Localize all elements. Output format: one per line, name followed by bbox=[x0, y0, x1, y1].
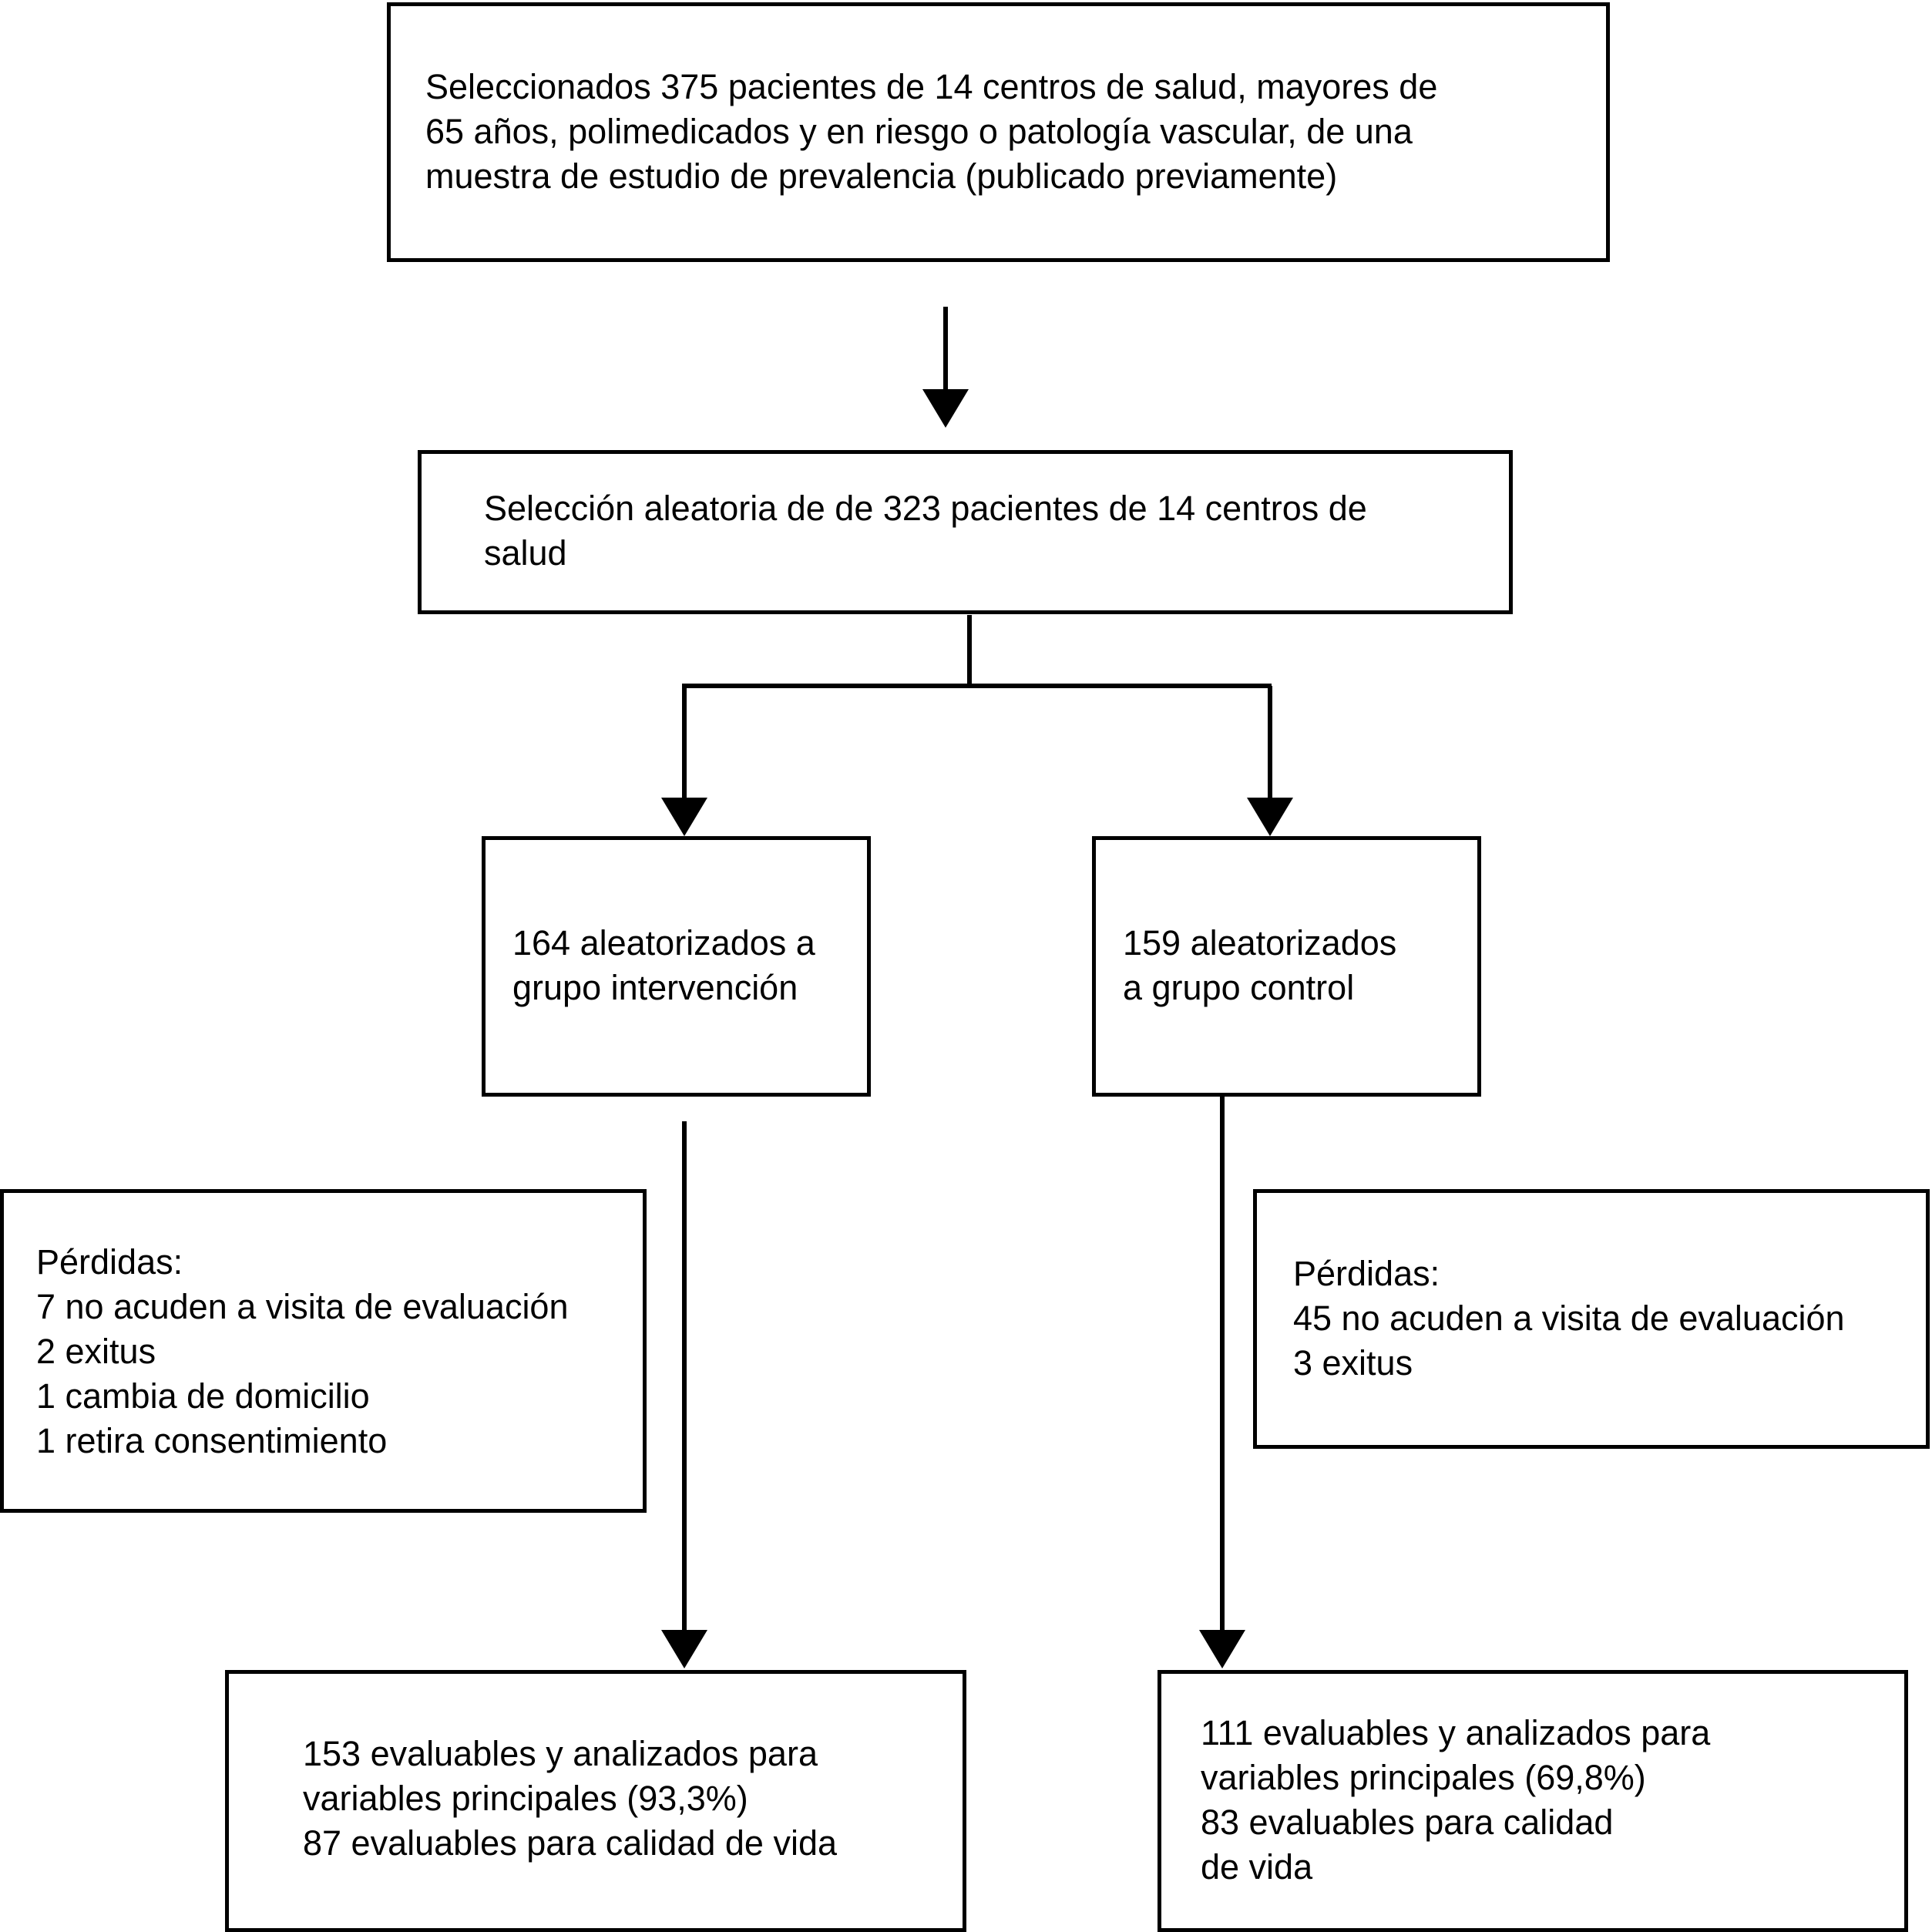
arrowhead-analyzed-control bbox=[1199, 1630, 1245, 1668]
losses-intervention-line-1: Pérdidas: bbox=[36, 1242, 183, 1282]
selected-line-3: muestra de estudio de prevalencia (publi… bbox=[425, 156, 1338, 196]
analyzed-control-text: 111 evaluables y analizados para variabl… bbox=[1201, 1711, 1710, 1890]
selected-patients-box bbox=[387, 2, 1610, 262]
control-line-2: a grupo control bbox=[1123, 968, 1355, 1007]
analyzed-control-box bbox=[1158, 1670, 1908, 1932]
losses-intervention-text: Pérdidas: 7 no acuden a visita de evalua… bbox=[36, 1240, 569, 1463]
analyzed-intervention-line-1: 153 evaluables y analizados para bbox=[303, 1734, 818, 1773]
intervention-line-2: grupo intervención bbox=[512, 968, 798, 1007]
losses-control-line-2: 45 no acuden a visita de evaluación bbox=[1293, 1299, 1845, 1338]
intervention-group-box bbox=[482, 836, 871, 1097]
analyzed-intervention-line-2: variables principales (93,3%) bbox=[303, 1779, 748, 1818]
losses-intervention-line-3: 2 exitus bbox=[36, 1332, 156, 1371]
random-selection-line-2: salud bbox=[484, 533, 567, 573]
losses-intervention-line-4: 1 cambia de domicilio bbox=[36, 1376, 370, 1416]
analyzed-control-line-4: de vida bbox=[1201, 1847, 1313, 1887]
analyzed-control-line-1: 111 evaluables y analizados para bbox=[1201, 1713, 1711, 1752]
selected-line-2: 65 años, polimedicados y en riesgo o pat… bbox=[425, 112, 1413, 151]
control-line-1: 159 aleatorizados bbox=[1123, 923, 1397, 963]
intervention-group-text: 164 aleatorizados a grupo intervención bbox=[512, 921, 815, 1010]
losses-intervention-box bbox=[0, 1189, 647, 1513]
random-selection-box bbox=[418, 450, 1513, 614]
analyzed-control-line-3: 83 evaluables para calidad bbox=[1201, 1803, 1614, 1842]
losses-control-line-1: Pérdidas: bbox=[1293, 1254, 1440, 1293]
losses-control-box bbox=[1253, 1189, 1930, 1449]
arrowhead-intervention bbox=[661, 798, 707, 836]
analyzed-intervention-box bbox=[225, 1670, 966, 1932]
losses-control-text: Pérdidas: 45 no acuden a visita de evalu… bbox=[1293, 1252, 1845, 1386]
random-selection-line-1: Selección aleatoria de de 323 pacientes … bbox=[484, 489, 1367, 528]
selected-line-1: Seleccionados 375 pacientes de 14 centro… bbox=[425, 67, 1438, 106]
analyzed-intervention-line-3: 87 evaluables para calidad de vida bbox=[303, 1823, 837, 1863]
arrowhead-control bbox=[1247, 798, 1293, 836]
intervention-line-1: 164 aleatorizados a bbox=[512, 923, 815, 963]
losses-intervention-line-2: 7 no acuden a visita de evaluación bbox=[36, 1287, 569, 1326]
analyzed-intervention-text: 153 evaluables y analizados para variabl… bbox=[303, 1732, 837, 1866]
arrowhead-selection bbox=[922, 389, 969, 428]
losses-control-line-3: 3 exitus bbox=[1293, 1343, 1413, 1383]
selected-patients-text: Seleccionados 375 pacientes de 14 centro… bbox=[425, 65, 1437, 199]
arrowhead-analyzed-intervention bbox=[661, 1630, 707, 1668]
analyzed-control-line-2: variables principales (69,8%) bbox=[1201, 1758, 1646, 1797]
control-group-box bbox=[1092, 836, 1481, 1097]
control-group-text: 159 aleatorizados a grupo control bbox=[1123, 921, 1396, 1010]
losses-intervention-line-5: 1 retira consentimiento bbox=[36, 1421, 388, 1460]
random-selection-text: Selección aleatoria de de 323 pacientes … bbox=[484, 486, 1367, 576]
